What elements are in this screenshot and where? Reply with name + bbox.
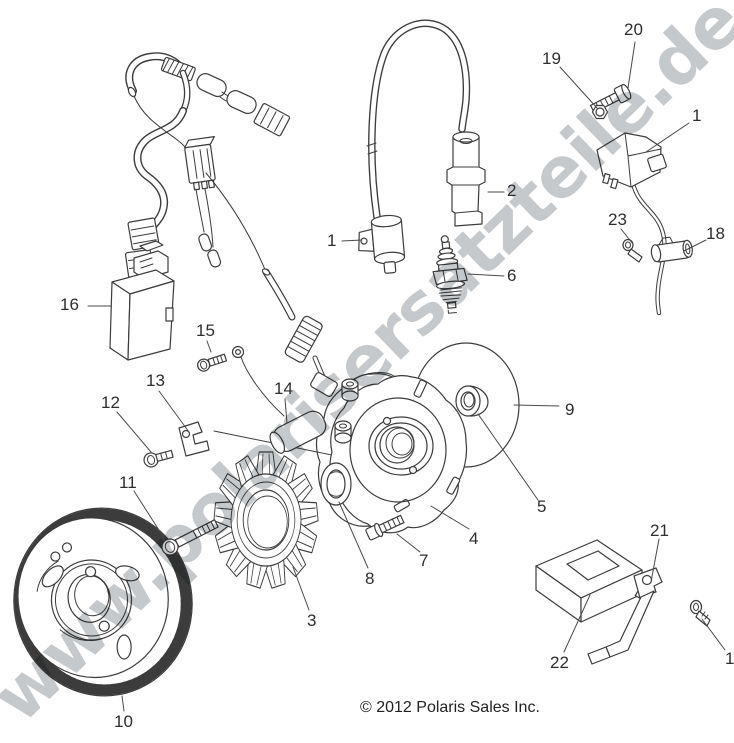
clamp-illustration bbox=[650, 236, 693, 263]
callout-13: 13 bbox=[146, 371, 165, 390]
nut-19-illustration bbox=[591, 104, 609, 120]
callout-16: 16 bbox=[60, 295, 79, 314]
callout-14: 14 bbox=[274, 379, 293, 398]
bolt-1-bottom-illustration bbox=[689, 599, 711, 627]
callout-23: 23 bbox=[608, 210, 627, 229]
callout-1-top-right: 1 bbox=[692, 106, 702, 125]
bolt-7-illustration bbox=[365, 514, 405, 541]
stator-cover-illustration bbox=[329, 375, 468, 534]
stator-illustration bbox=[213, 451, 319, 589]
callout-5: 5 bbox=[537, 497, 547, 516]
pickup-coil-illustration bbox=[197, 268, 395, 454]
bolt-12-illustration bbox=[143, 449, 174, 468]
bracket-13-illustration bbox=[178, 421, 210, 457]
leader-lines bbox=[87, 41, 726, 712]
callout-12: 12 bbox=[101, 393, 120, 412]
bolt-15-illustration bbox=[197, 353, 228, 372]
coil-assembly-illustration bbox=[589, 83, 693, 316]
callout-1-bottom-right: 1 bbox=[725, 649, 734, 668]
bracket-21-illustration bbox=[587, 567, 663, 665]
copyright-text: © 2012 Polaris Sales Inc. bbox=[360, 699, 540, 716]
callout-1-coil: 1 bbox=[327, 231, 337, 250]
callout-19: 19 bbox=[542, 49, 561, 68]
callout-3: 3 bbox=[307, 611, 317, 630]
callout-10: 10 bbox=[114, 712, 133, 731]
ignition-coil-illustration bbox=[358, 19, 471, 274]
callout-9: 9 bbox=[565, 400, 575, 419]
callout-21: 21 bbox=[650, 521, 669, 540]
mount-grommets bbox=[334, 378, 359, 444]
flywheel-illustration bbox=[13, 507, 193, 697]
callout-8: 8 bbox=[365, 569, 375, 588]
callout-15: 15 bbox=[196, 321, 215, 340]
spark-plug-cap-illustration bbox=[446, 131, 486, 227]
callout-22: 22 bbox=[550, 653, 569, 672]
callout-11: 11 bbox=[119, 473, 137, 492]
callout-4: 4 bbox=[469, 529, 479, 548]
bolt-23-illustration bbox=[622, 238, 643, 263]
callout-18: 18 bbox=[706, 224, 725, 243]
callout-2: 2 bbox=[507, 181, 517, 200]
spacer-illustration bbox=[455, 385, 489, 417]
callout-6: 6 bbox=[507, 266, 517, 285]
cdi-box-illustration bbox=[109, 240, 175, 361]
seal-illustration bbox=[320, 462, 352, 506]
callout-20: 20 bbox=[624, 20, 643, 39]
spark-plug-illustration bbox=[432, 235, 468, 314]
callout-7: 7 bbox=[419, 551, 429, 570]
control-module-illustration bbox=[535, 539, 655, 623]
bolt-11-illustration bbox=[161, 519, 219, 556]
